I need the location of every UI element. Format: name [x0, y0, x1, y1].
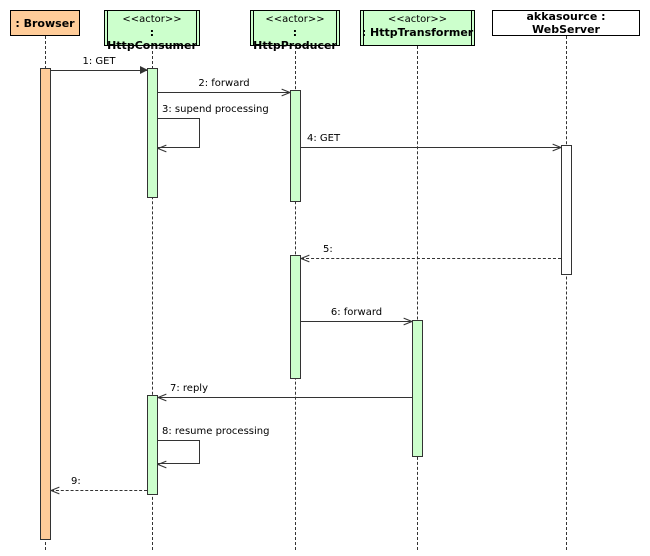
lifeline-webserver	[566, 36, 567, 550]
message-8-resume-processing[interactable]: 8: resume processing	[158, 426, 269, 464]
message-6-label: 6: forward	[330, 307, 383, 318]
participant-stereotype-httpconsumer: <<actor>>	[122, 14, 182, 25]
message-3-label: 3: supend processing	[162, 104, 269, 115]
participant-name-httpconsumer: : HttpConsumer	[107, 26, 197, 52]
participant-name-httpproducer: : HttpProducer	[253, 26, 337, 52]
activation-bar-httptransformer	[412, 320, 423, 457]
participant-name-webserver: akkasource : WebServer	[526, 10, 606, 36]
arrowhead-right-icon	[282, 88, 290, 96]
message-4-line	[301, 147, 561, 148]
arrowhead-right-icon	[553, 143, 561, 151]
participant-name-httptransformer: : HttpTransformer	[361, 26, 474, 39]
participant-name-browser: : Browser	[15, 16, 75, 30]
message-1-label: 1: GET	[82, 56, 116, 67]
message-2-line	[158, 92, 290, 93]
message-3-line-right	[199, 118, 200, 148]
message-6-line	[301, 321, 412, 322]
arrowhead-left-icon	[158, 393, 166, 401]
message-8-line-right	[199, 440, 200, 464]
message-3-line-bottom	[158, 147, 200, 148]
message-3-line-top	[158, 118, 200, 119]
participant-stereotype-httpproducer: <<actor>>	[265, 14, 325, 25]
message-1-line	[51, 70, 147, 71]
participant-head-httptransformer[interactable]: <<actor>> : HttpTransformer	[360, 10, 475, 46]
message-7-label: 7: reply	[170, 383, 208, 394]
arrowhead-left-icon	[158, 144, 167, 152]
message-4-label: 4: GET	[307, 133, 341, 144]
arrowhead-right-icon	[404, 317, 412, 325]
participant-stereotype-httptransformer: <<actor>>	[387, 14, 448, 25]
message-5-line	[301, 258, 561, 259]
arrowhead-right-icon	[140, 66, 148, 74]
activation-bar-httpproducer-2	[290, 255, 301, 379]
arrowhead-left-icon	[301, 254, 309, 262]
activation-bar-httpconsumer-1	[147, 68, 158, 198]
message-5-label: 5:	[323, 244, 333, 255]
activation-bar-httpproducer-1	[290, 90, 301, 202]
message-7-line	[158, 397, 412, 398]
lifeline-httptransformer	[417, 46, 418, 550]
message-3-supend-processing[interactable]: 3: supend processing	[158, 104, 269, 148]
activation-bar-browser	[40, 68, 51, 540]
participant-head-httpconsumer[interactable]: <<actor>> : HttpConsumer	[104, 10, 200, 52]
participant-head-browser[interactable]: : Browser	[10, 10, 80, 36]
message-8-line-bottom	[158, 463, 200, 464]
activation-bar-webserver	[561, 145, 572, 275]
lifeline-httpconsumer	[152, 46, 153, 550]
participant-head-webserver[interactable]: akkasource : WebServer	[492, 10, 640, 36]
message-8-line-top	[158, 440, 200, 441]
message-9-label: 9:	[71, 476, 81, 487]
message-2-label: 2: forward	[198, 78, 250, 89]
message-8-label: 8: resume processing	[162, 426, 270, 437]
message-9-line	[51, 490, 147, 491]
activation-bar-httpconsumer-2	[147, 395, 158, 495]
arrowhead-left-icon	[51, 486, 59, 494]
arrowhead-left-icon	[158, 460, 167, 468]
participant-head-httpproducer[interactable]: <<actor>> : HttpProducer	[250, 10, 340, 52]
